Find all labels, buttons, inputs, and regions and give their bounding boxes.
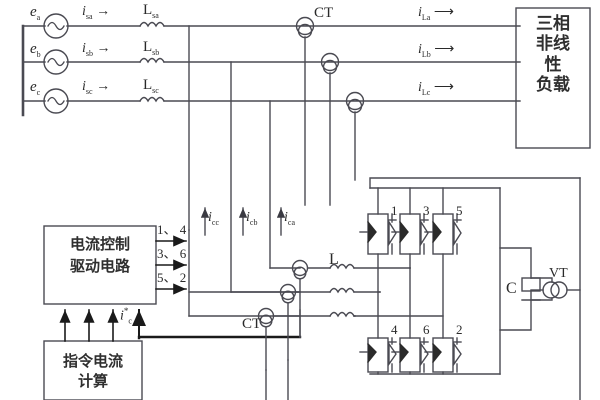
feedback-label-ic-star: i*c — [120, 306, 132, 326]
load-current-ila: iLa ⟶ — [418, 5, 454, 22]
inductor-label-lsb: Lsb — [143, 39, 160, 57]
gate-signal-3-6: 3、 6 — [157, 246, 187, 261]
comp-current-icc: icc — [208, 210, 219, 227]
ct-label-top: CT — [314, 5, 334, 21]
source-current-isc: isc → — [82, 79, 111, 96]
inductor-label-lsc: Lsc — [143, 77, 159, 95]
igbt-number-6: 6 — [423, 322, 430, 337]
source-label-eb: eb — [30, 41, 41, 59]
control-box-text: 电流控制 驱动电路 — [69, 235, 130, 275]
dc-capacitor-label-c: C — [506, 280, 517, 297]
coupling-inductor-label-l: L — [329, 251, 339, 268]
comp-current-ica: ica — [284, 210, 295, 227]
voltage-transformer-label-vt: VT — [549, 266, 568, 281]
igbt-number-4: 4 — [391, 322, 398, 337]
comp-current-icb: icb — [246, 210, 258, 227]
source-label-ea: ea — [30, 4, 41, 22]
igbt-number-2: 2 — [456, 322, 463, 337]
load-box-text: 三相 非线 性 负载 — [536, 14, 570, 96]
source-current-isb: isb → — [82, 41, 111, 58]
load-current-ilc: iLc ⟶ — [418, 80, 454, 97]
ct-label-bottom: CT — [242, 316, 262, 332]
inductor-label-lsa: Lsa — [143, 2, 159, 20]
igbt-number-3: 3 — [423, 203, 430, 218]
gate-signal-1-4: 1、 4 — [157, 222, 187, 237]
load-current-ilb: iLb ⟶ — [418, 42, 455, 59]
igbt-number-1: 1 — [391, 203, 398, 218]
command-box-text: 指令电流 计算 — [62, 352, 123, 391]
source-current-isa: isa → — [82, 4, 111, 21]
igbt-number-5: 5 — [456, 203, 463, 218]
source-label-ec: ec — [30, 79, 41, 97]
gate-signal-5-2: 5、 2 — [157, 270, 187, 285]
